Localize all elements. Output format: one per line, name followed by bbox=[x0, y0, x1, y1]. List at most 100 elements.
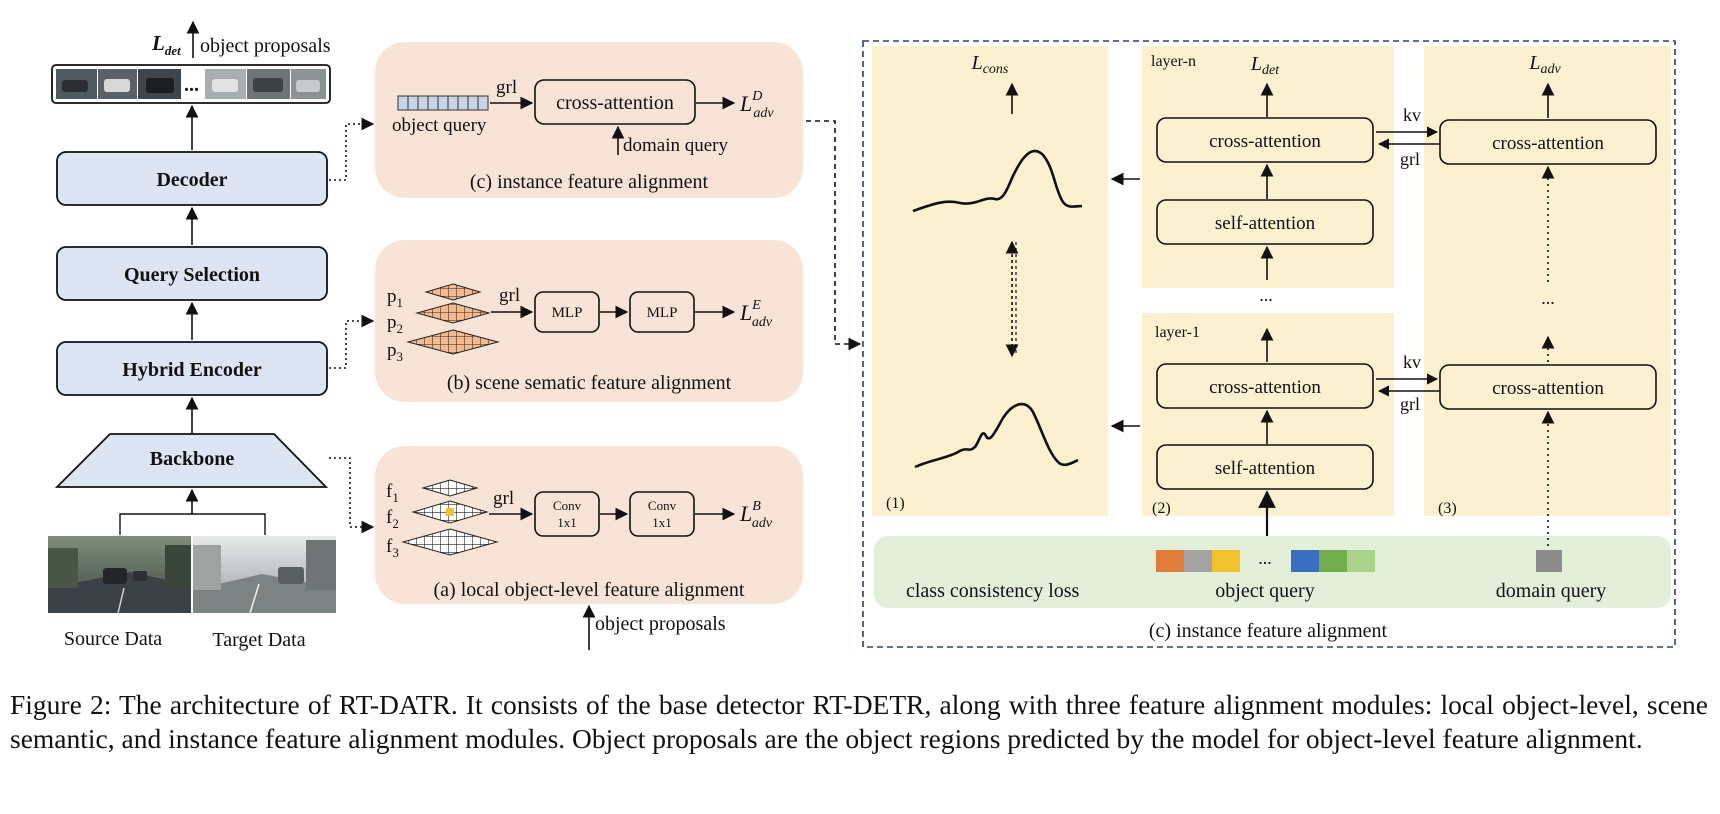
bottom-distribution-curve bbox=[914, 402, 1079, 469]
module-a-proposals-label: object proposals bbox=[595, 613, 726, 635]
query-token-yellow bbox=[1212, 550, 1240, 572]
detector-pipeline: Ldet object proposals ... Decoder Quer bbox=[48, 20, 336, 651]
query-token-orange bbox=[1156, 550, 1184, 572]
domain-query-token bbox=[1536, 550, 1562, 572]
target-data-label: Target Data bbox=[212, 629, 305, 651]
layer-n-grl-label: grl bbox=[1400, 149, 1420, 169]
target-image bbox=[193, 536, 336, 614]
f1-label: f1 bbox=[386, 481, 399, 505]
p3-label: p3 bbox=[387, 340, 403, 364]
column-3-ellipsis: ... bbox=[1541, 288, 1555, 308]
hybrid-encoder-label: Hybrid Encoder bbox=[122, 359, 262, 381]
detail-panel: Lcons (1) class consistency loss layer-n… bbox=[862, 40, 1676, 648]
layer-n-self-attention-box bbox=[1156, 199, 1374, 245]
col3-bottom-cross-attention-label: cross-attention bbox=[1492, 378, 1604, 399]
backbone-to-module-a-connector bbox=[329, 457, 375, 534]
detail-object-query-label: object query bbox=[1215, 580, 1314, 602]
conv1-label-line1: Conv bbox=[553, 498, 582, 513]
encoder-to-module-b-connector bbox=[329, 314, 375, 369]
f1-feature-map bbox=[421, 479, 479, 497]
object-query-tokens-detail: ... bbox=[1156, 548, 1375, 572]
detail-frame bbox=[862, 40, 1676, 648]
module-c-instance: object query grl cross-attention domain … bbox=[375, 42, 803, 198]
cons-loss-label: Lcons bbox=[971, 52, 1009, 77]
p1-feature-map bbox=[424, 283, 482, 301]
top-proposals-label: object proposals bbox=[200, 35, 331, 57]
column-3-number: (3) bbox=[1438, 500, 1457, 517]
hybrid-encoder-box bbox=[56, 341, 328, 396]
conv1-label-line2: 1x1 bbox=[557, 515, 577, 530]
layer-1-cross-attention-box bbox=[1156, 363, 1374, 409]
source-image bbox=[48, 536, 191, 614]
layer-1-label: layer-1 bbox=[1155, 324, 1200, 341]
f2-label: f2 bbox=[386, 507, 399, 531]
f2-highlight bbox=[446, 508, 454, 516]
query-selection-label: Query Selection bbox=[124, 264, 260, 286]
top-distribution-curve bbox=[912, 149, 1083, 213]
strip-ellipsis: ... bbox=[184, 74, 199, 96]
query-token-green bbox=[1319, 550, 1347, 572]
decoder-box bbox=[56, 151, 328, 206]
p2-label: p2 bbox=[387, 312, 403, 336]
proposals-strip: ... bbox=[51, 64, 331, 104]
adv-loss-label: Ladv bbox=[1528, 52, 1561, 77]
mlp1-label: MLP bbox=[552, 305, 583, 321]
conv1-box bbox=[534, 491, 600, 537]
column-2-ellipsis: ... bbox=[1259, 285, 1273, 305]
module-c-input-label: object query bbox=[392, 115, 487, 136]
module-c-cross-attention-label: cross-attention bbox=[556, 92, 674, 114]
layer-n-kv-label: kv bbox=[1403, 105, 1421, 125]
module-b-caption: (b) scene sematic feature alignment bbox=[447, 372, 732, 394]
architecture-diagram: Ldet object proposals ... Decoder Quer bbox=[48, 20, 1676, 651]
mlp1-box bbox=[534, 291, 600, 333]
layer-n-cross-attention-label: cross-attention bbox=[1209, 131, 1321, 152]
f3-feature-map bbox=[401, 528, 499, 556]
f3-label: f3 bbox=[386, 536, 399, 560]
module-a-grl-label: grl bbox=[493, 488, 514, 509]
mlp2-label: MLP bbox=[647, 305, 678, 321]
query-token-blue bbox=[1291, 550, 1319, 572]
layer-1-kv-label: kv bbox=[1403, 352, 1421, 372]
backbone-trapezoid bbox=[54, 433, 329, 488]
layer-n-self-attention-label: self-attention bbox=[1215, 213, 1316, 234]
module-c-domain-query-label: domain query bbox=[623, 135, 729, 156]
query-token-gray bbox=[1184, 550, 1212, 572]
layer-n-label: layer-n bbox=[1151, 53, 1196, 70]
col3-top-cross-attention-box bbox=[1439, 119, 1657, 165]
detail-domain-query-label: domain query bbox=[1496, 580, 1607, 602]
module-b-grl-label: grl bbox=[499, 285, 520, 306]
query-token-ellipsis: ... bbox=[1258, 548, 1272, 568]
class-consistency-loss-label: class consistency loss bbox=[906, 580, 1080, 602]
bottom-queries-background bbox=[874, 536, 1671, 608]
decoder-to-module-c-connector bbox=[329, 117, 375, 181]
backbone-label: Backbone bbox=[150, 448, 235, 470]
module-c-caption: (c) instance feature alignment bbox=[470, 171, 709, 193]
conv2-box bbox=[629, 491, 695, 537]
decoder-label: Decoder bbox=[156, 169, 227, 191]
col3-bottom-cross-attention-box bbox=[1439, 364, 1657, 410]
figure-caption: Figure 2: The architecture of RT-DATR. I… bbox=[10, 689, 1708, 754]
query-token-lightgreen bbox=[1347, 550, 1375, 572]
detail-caption: (c) instance feature alignment bbox=[1149, 620, 1388, 642]
query-selection-box bbox=[56, 246, 328, 301]
det-loss-label: Ldet bbox=[1250, 53, 1280, 78]
column-1-number: (1) bbox=[886, 495, 905, 512]
p3-feature-map bbox=[406, 329, 500, 355]
p2-feature-map bbox=[415, 302, 491, 324]
column-1-background bbox=[872, 46, 1108, 516]
column-2-number: (2) bbox=[1152, 500, 1171, 517]
layer-1-grl-label: grl bbox=[1400, 394, 1420, 414]
module-c-to-detail-connector bbox=[806, 120, 862, 351]
module-a-caption: (a) local object-level feature alignment bbox=[434, 579, 745, 601]
layer-1-cross-attention-label: cross-attention bbox=[1209, 377, 1321, 398]
top-loss-label: Ldet bbox=[151, 31, 181, 58]
module-c-cross-attention-box bbox=[534, 79, 696, 125]
module-c-grl-label: grl bbox=[496, 77, 517, 98]
layer-n-background bbox=[1142, 46, 1394, 288]
conv2-label-line1: Conv bbox=[648, 498, 677, 513]
